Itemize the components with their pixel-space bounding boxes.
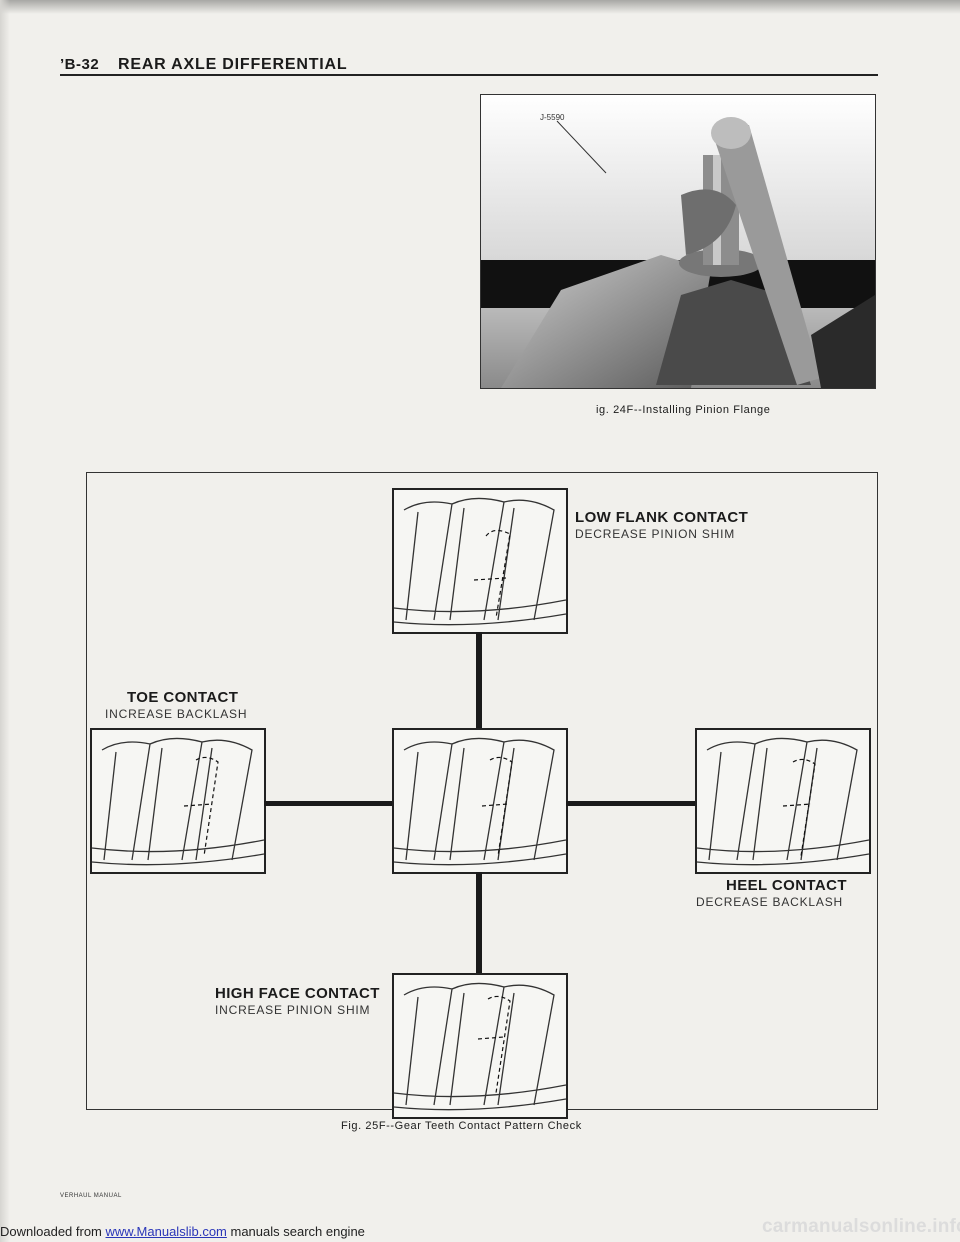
gear-panel-low-flank [392, 488, 568, 634]
gear-panel-heel [695, 728, 871, 874]
heel-title: HEEL CONTACT [726, 877, 847, 894]
connector-bottom [476, 872, 482, 973]
download-notice: Downloaded from www.Manualslib.com manua… [0, 1224, 365, 1239]
diagram-caption: Fig. 25F--Gear Teeth Contact Pattern Che… [341, 1120, 582, 1132]
connector-right [566, 801, 695, 806]
site-watermark: carmanualsonline.info [762, 1216, 960, 1237]
page-top-shadow [0, 0, 960, 14]
high-face-title: HIGH FACE CONTACT [215, 985, 380, 1002]
download-prefix: Downloaded from [0, 1224, 106, 1239]
photo-caption: ig. 24F--Installing Pinion Flange [596, 404, 771, 416]
gear-panel-high-face [392, 973, 568, 1119]
gear-panel-center [392, 728, 568, 874]
toe-title: TOE CONTACT [127, 689, 239, 706]
high-face-action: INCREASE PINION SHIM [215, 1003, 371, 1017]
connector-top [476, 632, 482, 728]
header-rule [60, 74, 878, 76]
low-flank-title: LOW FLANK CONTACT [575, 509, 749, 526]
gear-panel-toe [90, 728, 266, 874]
toe-action: INCREASE BACKLASH [105, 707, 248, 721]
page-left-edge [0, 0, 10, 1242]
heel-action: DECREASE BACKLASH [696, 895, 843, 909]
download-suffix: manuals search engine [226, 1224, 365, 1239]
manualslib-link[interactable]: www.Manualslib.com [105, 1224, 227, 1239]
connector-left [264, 801, 392, 806]
pinion-flange-photo [480, 94, 876, 389]
page-title: REAR AXLE DIFFERENTIAL [118, 56, 348, 73]
low-flank-action: DECREASE PINION SHIM [575, 527, 736, 541]
contact-pattern-diagram: LOW FLANK CONTACT DECREASE PINION SHIM T… [86, 472, 878, 1119]
manual-footer: VERHAUL MANUAL [60, 1193, 122, 1199]
section-code: ’B-32 [60, 56, 100, 73]
tool-label: J-5590 [540, 113, 565, 122]
